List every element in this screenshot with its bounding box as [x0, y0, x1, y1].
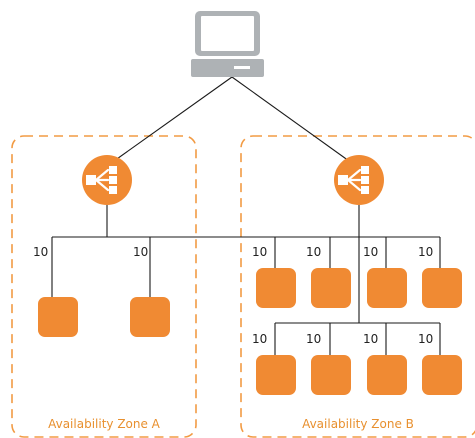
computer-icon: [191, 11, 264, 77]
load-balancer-icon: [334, 155, 384, 205]
instance-icon: [311, 355, 351, 395]
zone-b-box: [240, 135, 475, 438]
weight-label: 10: [363, 245, 378, 259]
weight-label: 10: [306, 245, 321, 259]
instance-icon: [311, 268, 351, 308]
weight-label: 10: [252, 332, 267, 346]
connector-lines: [51, 76, 441, 355]
instance-icon: [130, 297, 170, 337]
load-balancer-icon: [82, 155, 132, 205]
weight-label: 10: [252, 245, 267, 259]
instance-icon: [367, 268, 407, 308]
weight-label: 10: [418, 245, 433, 259]
weight-label: 10: [363, 332, 378, 346]
weight-label: 10: [33, 245, 48, 259]
weight-label: 10: [306, 332, 321, 346]
weight-label: 10: [418, 332, 433, 346]
instance-icon: [38, 297, 78, 337]
instance-icon: [422, 268, 462, 308]
zone-a-box: [11, 135, 197, 438]
instance-icon: [256, 268, 296, 308]
instance-icon: [256, 355, 296, 395]
instance-icon: [422, 355, 462, 395]
zone-b-label: Availability Zone B: [302, 417, 414, 431]
weight-label: 10: [133, 245, 148, 259]
instance-icon: [367, 355, 407, 395]
zone-a-label: Availability Zone A: [48, 417, 161, 431]
